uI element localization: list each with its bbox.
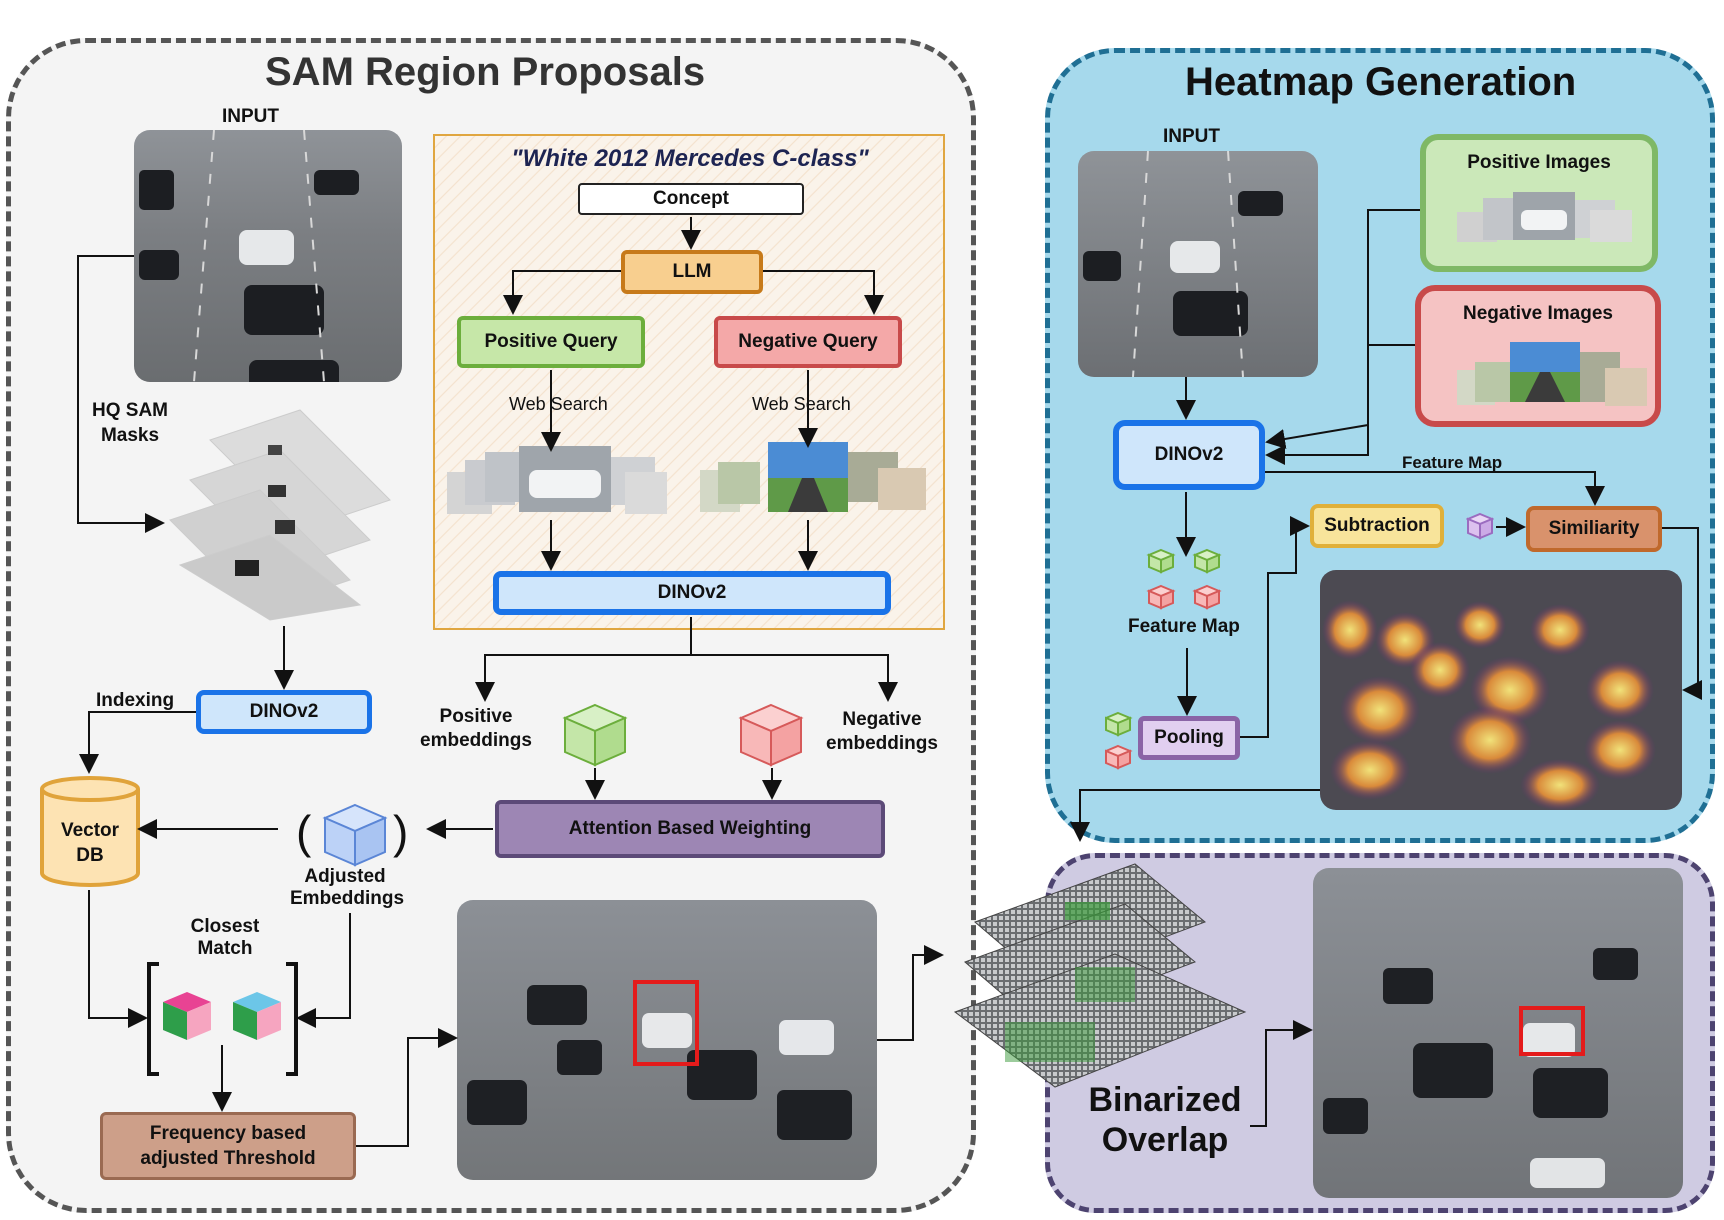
positive-image-collage: [447, 446, 667, 514]
attention-weighting-box: Attention Based Weighting: [495, 800, 885, 858]
indexing-label: Indexing: [96, 690, 175, 711]
similarity-input-cube: [1466, 512, 1494, 540]
llm-box: LLM: [621, 250, 763, 294]
feature-map-label: Feature Map: [1128, 616, 1240, 637]
heat-title: Heatmap Generation: [1185, 60, 1577, 104]
positive-embeddings-label: Positive embeddings: [420, 706, 532, 751]
sam-input-label: INPUT: [222, 106, 279, 127]
positive-embedding-cube: [562, 703, 628, 767]
heatmap-image: [1320, 570, 1682, 810]
closest-match-bracket: [147, 962, 298, 1076]
binarized-overlap-stack: [953, 863, 1247, 1088]
adjusted-embedding-cube: [322, 803, 388, 867]
frequency-threshold-box: Frequency based adjusted Threshold: [100, 1112, 356, 1180]
adjusted-embeddings-label: Adjusted Embeddings: [290, 866, 405, 909]
concept-prompt: "White 2012 Mercedes C-class": [511, 145, 869, 172]
adjusted-paren-right: ): [393, 806, 409, 858]
negative-images-collage: [1457, 342, 1647, 406]
concept-box: Concept: [578, 183, 804, 215]
pooling-cubes: [1105, 711, 1133, 770]
sam-mask-stack: [169, 409, 391, 621]
heat-dinov2-box: DINOv2: [1113, 420, 1265, 490]
final-output-image: [1313, 868, 1683, 1198]
subtraction-box: Subtraction: [1310, 504, 1444, 548]
feature-map-cubes: [1146, 548, 1222, 610]
vector-db-label: Vector DB: [60, 820, 120, 866]
web-search-negative: Web Search: [752, 394, 851, 414]
negative-embeddings-label: Negative embeddings: [826, 709, 938, 754]
bin-title: Binarized Overlap: [1088, 1081, 1242, 1159]
concept-frame: [433, 134, 945, 630]
closest-match-label: Closest Match: [190, 916, 260, 959]
feature-map-arrow-label: Feature Map: [1402, 453, 1503, 472]
adjusted-paren-left: (: [296, 806, 312, 858]
heat-input-label: INPUT: [1163, 126, 1220, 147]
similarity-box: Similiarity: [1526, 506, 1662, 552]
web-search-positive: Web Search: [509, 394, 608, 414]
pooling-box: Pooling: [1138, 716, 1240, 760]
dinov2-main-box: DINOv2: [493, 571, 891, 615]
vector-db-cylinder: [40, 776, 140, 887]
positive-query-box: Positive Query: [457, 316, 645, 368]
dinov2-index-box: DINOv2: [196, 690, 372, 734]
negative-query-box: Negative Query: [714, 316, 902, 368]
heat-input-image: [1078, 151, 1318, 377]
negative-image-collage: [700, 442, 926, 512]
sam-input-image: [134, 130, 402, 382]
sam-title: SAM Region Proposals: [265, 50, 706, 94]
hq-sam-masks-label: HQ SAM Masks: [92, 400, 168, 446]
negative-embedding-cube: [738, 703, 804, 767]
positive-images-collage: [1457, 192, 1632, 242]
detection-output-image: [457, 900, 877, 1180]
